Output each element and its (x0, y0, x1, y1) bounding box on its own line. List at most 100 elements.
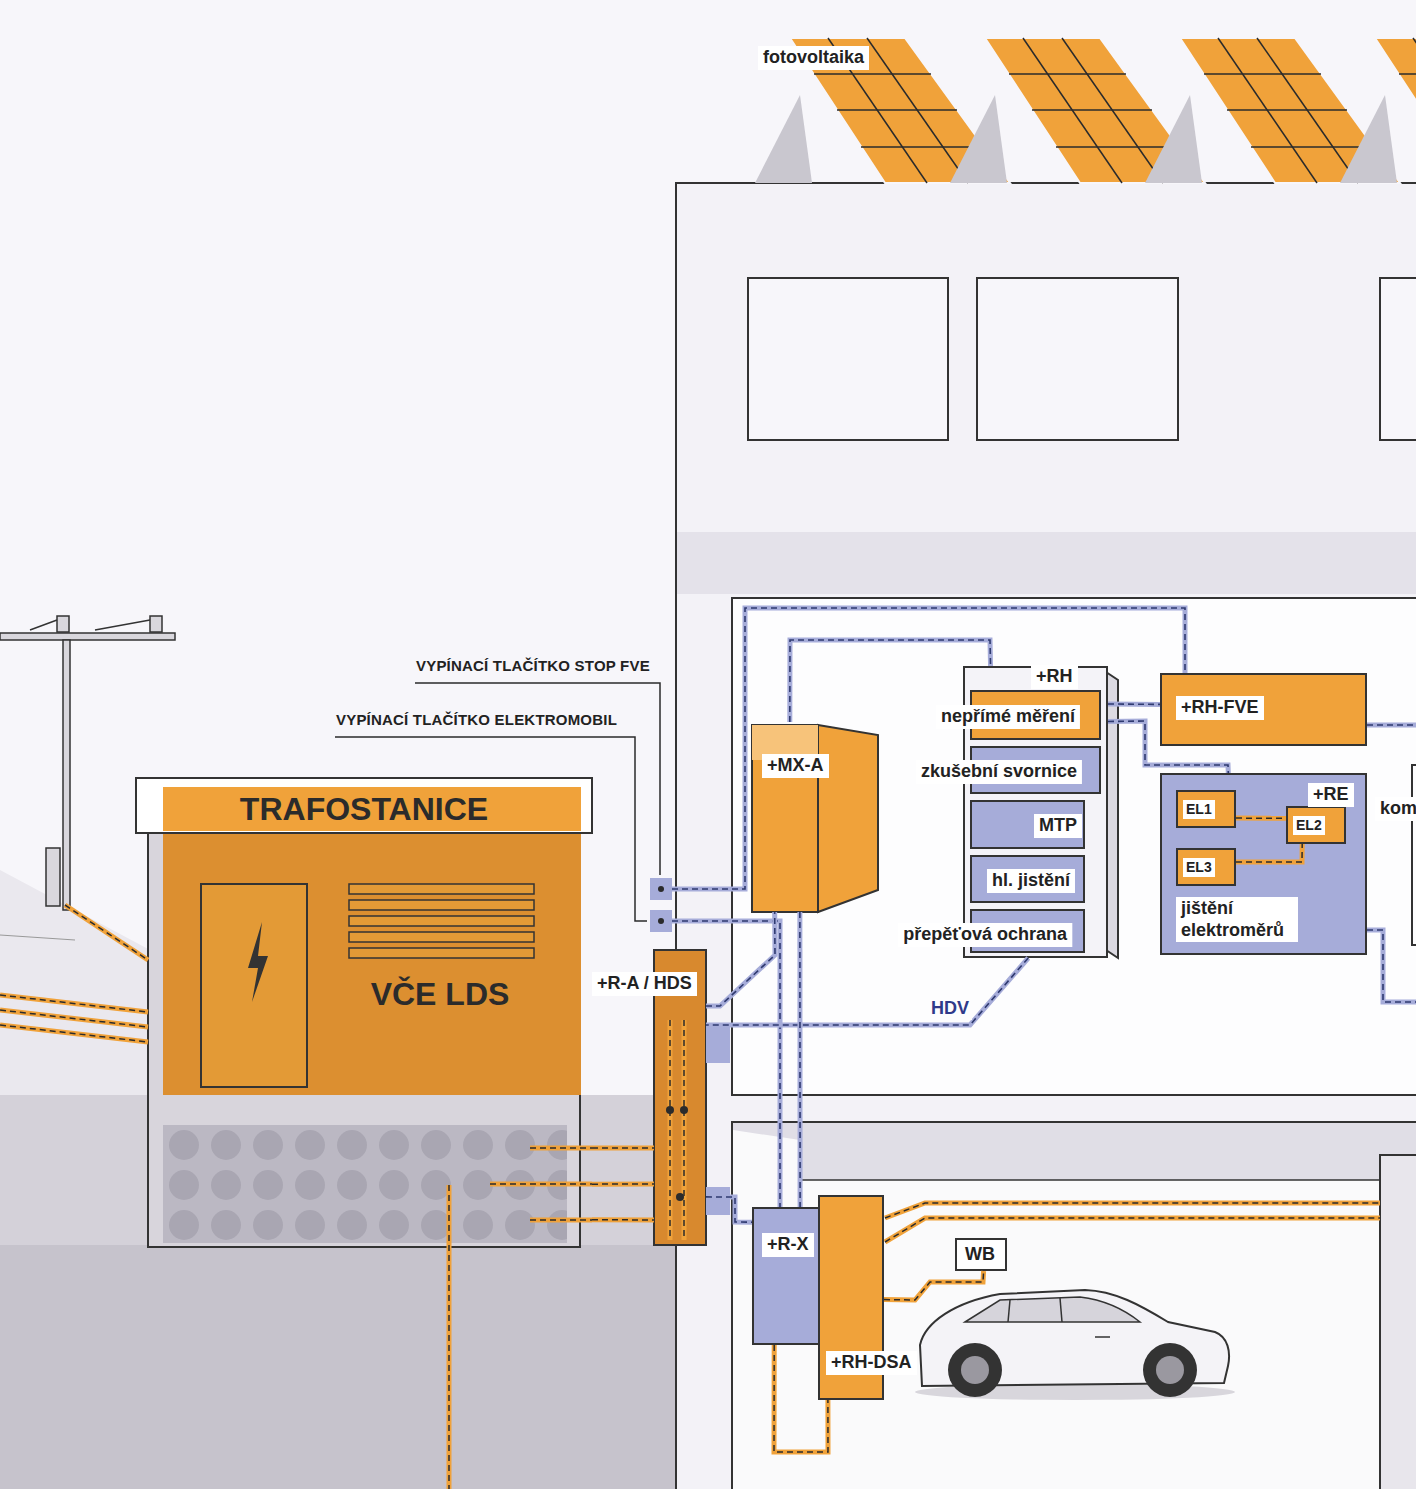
power-pole-part (0, 633, 175, 640)
connector-band (884, 1271, 984, 1300)
connector (706, 1197, 752, 1222)
compartment: hl. jistění (970, 855, 1085, 903)
transformer-station-part (349, 884, 534, 894)
wire (670, 1020, 671, 1240)
transformer-station-part (248, 922, 268, 1002)
distribution-box: +R-A / HDS (654, 950, 706, 1245)
transformer-station-part (163, 833, 581, 1095)
transformer-station-part (349, 948, 534, 958)
connector-dash (790, 640, 991, 722)
car-part (1143, 1343, 1197, 1397)
car-part (1008, 1300, 1010, 1322)
connector-band (592, 1217, 654, 1222)
wire-part (1367, 930, 1416, 1002)
wire (530, 1220, 592, 1221)
building-part (977, 278, 1178, 440)
connector-band (592, 1145, 654, 1150)
building-part (732, 598, 1416, 1095)
connector (1108, 703, 1160, 704)
power-pole-part (46, 848, 60, 906)
wire (684, 1020, 685, 1240)
building-part (1412, 765, 1416, 945)
connector-band (1108, 701, 1160, 706)
car-part (1156, 1356, 1184, 1384)
wire-part (530, 1147, 592, 1149)
connector (706, 912, 775, 1006)
switchboard-mx-a (752, 725, 878, 912)
wire (530, 1148, 592, 1149)
wire (490, 1184, 592, 1185)
wire (65, 905, 148, 960)
wire-part (448, 1185, 450, 1489)
building-part (1380, 1155, 1416, 1489)
junction-dots-part (666, 1106, 674, 1114)
building-part (676, 183, 1416, 1489)
wire-part (672, 608, 1185, 889)
connector-dash (592, 1147, 654, 1149)
node-title: EL3 (1183, 858, 1215, 877)
wire (0, 1025, 148, 1042)
connector (884, 1271, 984, 1300)
wire-part (0, 1010, 148, 1027)
connector-dash (1236, 844, 1302, 862)
connector-dash (799, 912, 801, 1207)
wire (1367, 725, 1416, 726)
wire-part (530, 1219, 592, 1221)
wire-part (65, 905, 148, 960)
wire-part (682, 1020, 687, 1240)
callout-label: VYPÍNACÍ TLAČÍTKO STOP FVE (416, 657, 650, 675)
solar-panels (755, 38, 1416, 183)
connector-dash (884, 1271, 984, 1300)
wire-part (65, 905, 148, 960)
node-title: TRAFOSTANICE (240, 790, 488, 828)
distribution-box-part (706, 1187, 730, 1215)
wire (1367, 930, 1416, 1002)
building-part (800, 1179, 1416, 1181)
connector-band (706, 1197, 752, 1222)
compartment: přepěťová ochrana (970, 909, 1085, 953)
transformer-station-part (349, 916, 534, 926)
switchboard: +R-X (752, 1207, 826, 1345)
stop-buttons-part (650, 878, 672, 900)
connector-dash (706, 1197, 752, 1222)
connector-label: HDV (928, 998, 972, 1020)
meter-box: EL3 (1176, 848, 1236, 886)
junction-dots-part (676, 1193, 684, 1201)
wire-part (0, 1010, 148, 1027)
transformer-station-part (349, 932, 534, 942)
building (676, 183, 1416, 1489)
wire-part (0, 995, 148, 1012)
stop-buttons-part (658, 886, 664, 892)
connector (1236, 844, 1302, 862)
node-title: +R-A / HDS (592, 972, 697, 996)
car (915, 1290, 1235, 1400)
connector-band (706, 912, 775, 1006)
wire-part (1367, 723, 1416, 728)
node-title: hl. jistění (987, 869, 1075, 893)
wire-part (0, 995, 148, 1012)
connector-band (1108, 721, 1228, 773)
callout-label: VYPÍNACÍ TLAČÍTKO ELEKTROMOBIL (336, 711, 617, 729)
node-title: WB (960, 1243, 1000, 1267)
junction-dots-part (680, 1106, 688, 1114)
transformer-station (136, 778, 592, 1247)
stop-buttons-part (658, 918, 664, 924)
stop-buttons (650, 878, 672, 932)
landscape-part (0, 870, 150, 1095)
node-title: EL2 (1293, 816, 1325, 835)
car-part (965, 1297, 1140, 1322)
car-part (1060, 1298, 1062, 1322)
junction-dots (666, 1106, 688, 1201)
connector-dash (592, 1183, 654, 1185)
wire-part (0, 1025, 148, 1042)
connector-dash (706, 958, 1028, 1025)
car-part (961, 1356, 989, 1384)
node-title: +RH-FVE (1176, 696, 1264, 720)
compartment: zkušební svornice (970, 746, 1101, 794)
leader-lines-part (335, 737, 647, 921)
power-pole-part (150, 616, 162, 632)
solar-panels-part (1340, 38, 1416, 183)
car-part (920, 1290, 1229, 1386)
node-title: nepřímé měření (936, 705, 1080, 729)
wire (0, 1010, 148, 1027)
